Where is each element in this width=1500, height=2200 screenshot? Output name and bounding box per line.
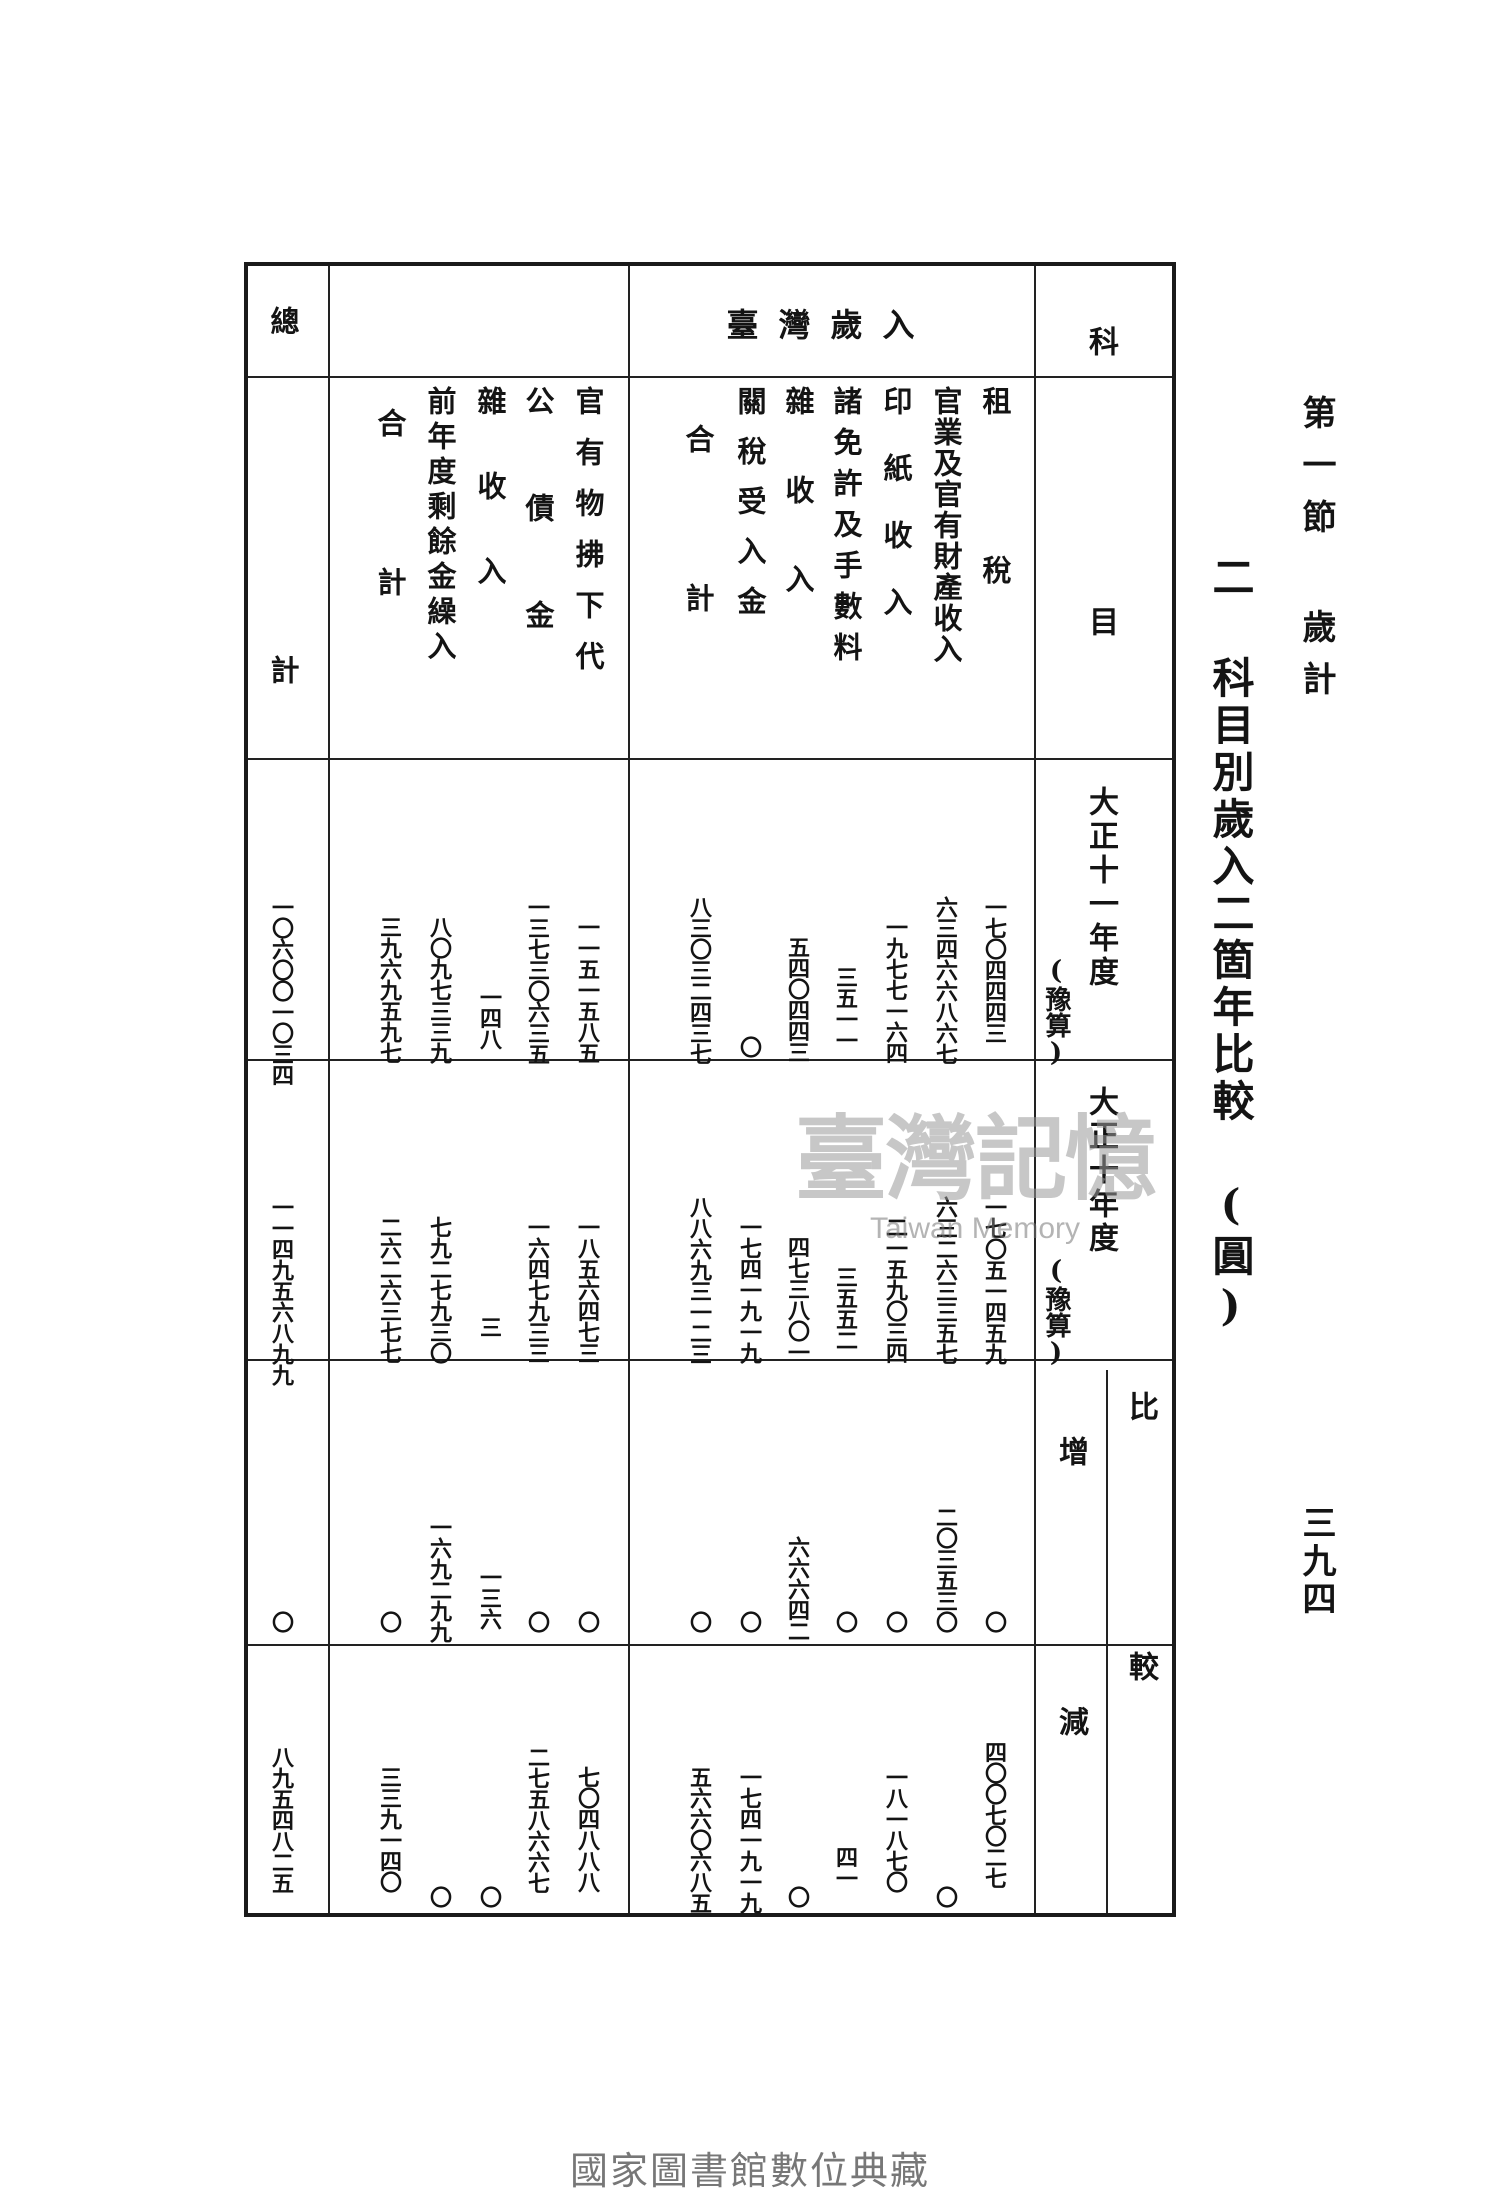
- cell-y2: 二六二六三七七: [376, 1216, 402, 1363]
- row-divider: [248, 1359, 1172, 1361]
- revenue-comparison-table: 科目 大正十一年度 (豫算) 大正十年度 (豫算) 比較 增 減 臺灣歲入 租稅…: [244, 262, 1176, 1917]
- cell-y1: 一四八: [476, 986, 502, 1049]
- cell-inc: 〇: [376, 1611, 402, 1632]
- cell-inc: 〇: [981, 1611, 1007, 1632]
- header-year1-note: (豫算): [1041, 956, 1071, 1068]
- group-divider: [248, 376, 628, 378]
- cell-y2: 一七〇五一四五九: [981, 1196, 1007, 1364]
- section-title: 二 科目別歲入二箇年比較 (圓): [1206, 555, 1255, 1335]
- cell-inc: 〇: [524, 1611, 550, 1632]
- row-label: 前年度剩餘金繰入: [423, 386, 457, 666]
- cell-dec: 四〇〇七〇二七: [981, 1741, 1007, 1888]
- cell-inc: 一六九二九九: [426, 1516, 452, 1642]
- row-label: 租稅: [978, 386, 1012, 724]
- cell-y2: 四七三八〇一: [784, 1236, 810, 1362]
- cell-inc: 一三六: [476, 1566, 502, 1629]
- cell-y1: 一一五一五八五: [574, 916, 600, 1063]
- cell-dec: 七〇四八八八: [574, 1766, 600, 1892]
- cell-y2: 三五五二: [832, 1266, 858, 1350]
- running-head: 第一節 歲計: [1296, 395, 1336, 713]
- cell-y1: 一七〇四四四三: [981, 896, 1007, 1043]
- cell-y1: 〇: [736, 1036, 762, 1057]
- cell-dec: 〇: [932, 1886, 958, 1907]
- header-compare: 比較: [1123, 1391, 1158, 1911]
- col-divider: [628, 266, 630, 1913]
- col-divider: [1034, 266, 1036, 1913]
- cell-y1: 五四〇四四三: [784, 936, 810, 1062]
- cell-y1: 八三〇三二四三七: [686, 896, 712, 1064]
- cell-y1: 一九七七一六四: [882, 916, 908, 1063]
- cell-inc: 〇: [832, 1611, 858, 1632]
- footer-credit: 國家圖書館數位典藏: [569, 2149, 930, 2193]
- group-divider: [628, 376, 1172, 378]
- cell-y2: 一一四九五六八九九: [268, 1196, 294, 1385]
- cell-y2: 一七四一九一九: [736, 1216, 762, 1363]
- row-label-total: 總計: [266, 306, 300, 1004]
- row-divider: [248, 1644, 1172, 1646]
- row-label: 公債金: [521, 386, 555, 707]
- cell-y2: 六三二六三三五七: [932, 1196, 958, 1364]
- header-subject: 科目: [1083, 326, 1118, 886]
- row-divider: [248, 1059, 1172, 1061]
- cell-y1: 一三七三〇六三五: [524, 896, 550, 1064]
- header-year2-note: (豫算): [1041, 1256, 1071, 1368]
- cell-inc: 〇: [882, 1611, 908, 1632]
- cell-dec: 五六六〇六八五: [686, 1766, 712, 1913]
- row-label: 合計: [681, 424, 715, 742]
- cell-y2: 一六四七九三三: [524, 1216, 550, 1363]
- row-label: 官業及官有財產收入: [929, 386, 963, 665]
- cell-dec: 二七五八六六七: [524, 1746, 550, 1893]
- group-label-taiwan: 臺灣歲入: [726, 306, 935, 344]
- cell-inc: 〇: [736, 1611, 762, 1632]
- cell-dec: 〇: [784, 1886, 810, 1907]
- cell-y1: 八〇九七三三九: [426, 916, 452, 1063]
- row-label: 合計: [373, 408, 407, 726]
- row-label: 關稅受入金: [733, 386, 767, 636]
- cell-inc: 六六六四二: [784, 1536, 810, 1641]
- cell-inc: 二〇三五三〇: [932, 1506, 958, 1632]
- cell-y1: 一〇六〇〇一〇三四: [268, 896, 294, 1085]
- cell-dec: 一七四一九一九: [736, 1766, 762, 1913]
- header-increase: 增: [1053, 1436, 1088, 1466]
- cell-dec: 一八一八七〇: [882, 1766, 908, 1892]
- cell-y1: 三五一一: [832, 966, 858, 1050]
- row-label: 雜收入: [473, 386, 507, 641]
- cell-inc: 〇: [268, 1611, 294, 1632]
- cell-dec: 〇: [476, 1886, 502, 1907]
- cell-y2: 八八六九三一二三: [686, 1196, 712, 1364]
- cell-y2: 七九二七九三〇: [426, 1216, 452, 1363]
- col-divider: [328, 266, 330, 1913]
- row-label: 諸免許及手數料: [829, 386, 863, 673]
- cell-inc: 〇: [686, 1611, 712, 1632]
- header-decrease: 減: [1053, 1706, 1088, 1736]
- cell-y2: 三: [476, 1316, 502, 1337]
- cell-dec: 三三九一四〇: [376, 1766, 402, 1892]
- row-label: 印紙收入: [879, 386, 913, 654]
- row-label: 官有物拂下代: [571, 386, 605, 692]
- cell-inc: 〇: [574, 1611, 600, 1632]
- cell-dec: 四一: [832, 1846, 858, 1888]
- header-year2: 大正十年度: [1083, 1086, 1118, 1256]
- cell-dec: 〇: [426, 1886, 452, 1907]
- cell-y1: 六三四六六八六七: [932, 896, 958, 1064]
- row-label: 雜收入: [781, 386, 815, 653]
- col-divider: [1106, 1370, 1108, 1913]
- page-number: 三九四: [1296, 1505, 1336, 1619]
- row-divider: [248, 758, 1172, 760]
- cell-y1: 三九六九五九七: [376, 916, 402, 1063]
- cell-dec: 八九五四八二五: [268, 1746, 294, 1893]
- cell-y2: 一八五六四七三: [574, 1216, 600, 1363]
- cell-y2: 二一五九〇三四: [882, 1216, 908, 1363]
- header-year1: 大正十一年度: [1083, 786, 1118, 990]
